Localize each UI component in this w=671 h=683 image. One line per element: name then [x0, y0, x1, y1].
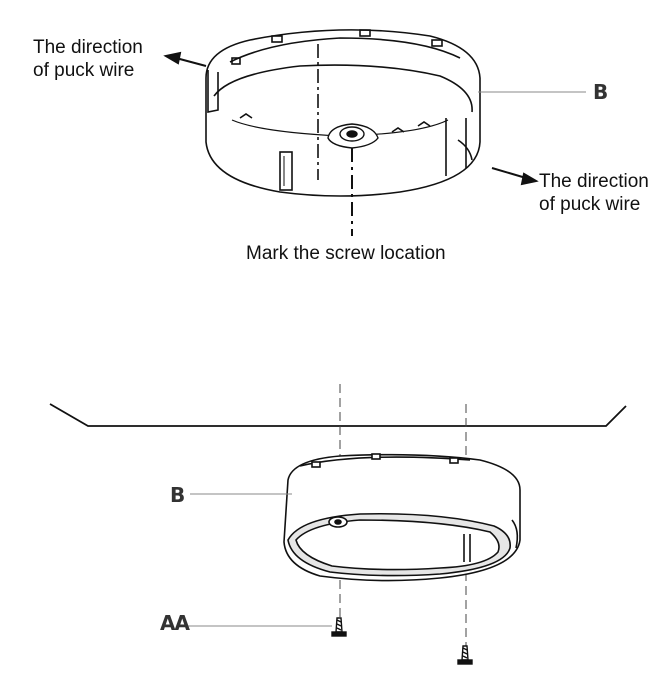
wire-direction-left-line2: of puck wire [33, 60, 135, 81]
wire-direction-label-right: The direction of puck wire [539, 170, 649, 216]
screw-location-label: Mark the screw location [246, 243, 446, 264]
wire-direction-right-line1: The direction [539, 171, 649, 192]
wire-arrow-right [491, 167, 539, 186]
base-ring-bottom [283, 453, 521, 582]
base-ring-top [205, 29, 481, 197]
wire-arrow-left [163, 51, 207, 67]
part-code-b-top: B [593, 80, 608, 104]
wire-direction-label-left: The direction of puck wire [33, 36, 143, 82]
ceiling-surface [49, 403, 627, 427]
screw-boss [327, 123, 379, 149]
screw-aa-right [457, 645, 473, 665]
part-code-b-bottom: B [170, 483, 185, 507]
screw-aa-left [331, 617, 347, 637]
part-code-aa: AA [160, 611, 190, 635]
wire-direction-right-line2: of puck wire [539, 194, 641, 215]
wire-direction-left-line1: The direction [33, 37, 143, 58]
